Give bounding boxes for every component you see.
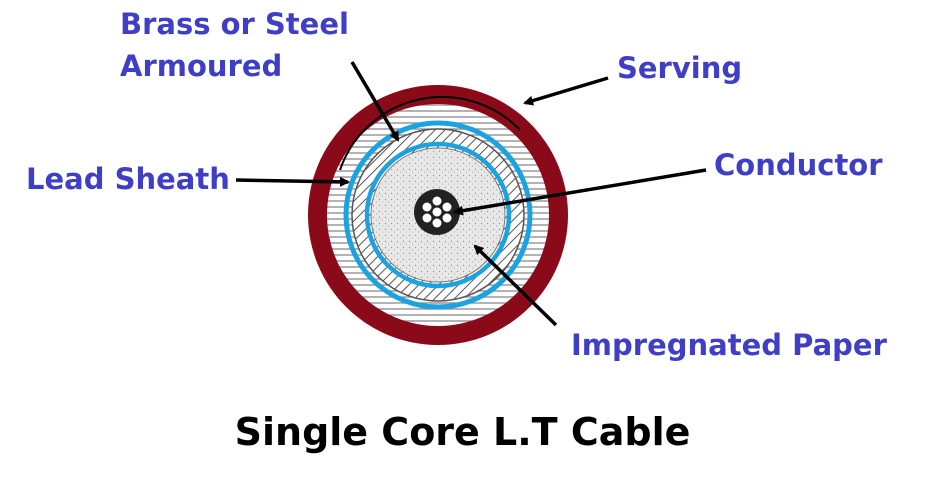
diagram-title: Single Core L.T Cable bbox=[234, 410, 691, 454]
serving-pointer-arrow bbox=[523, 76, 609, 106]
serving-label: Serving bbox=[617, 51, 743, 85]
armour-arc bbox=[339, 95, 521, 171]
conductor-pointer-arrow bbox=[453, 168, 707, 216]
lead-sheath-label: Lead Sheath bbox=[26, 162, 230, 196]
lead-sheath-outer bbox=[343, 120, 533, 310]
conductor-label: Conductor bbox=[714, 148, 883, 182]
armour-pointer-arrow bbox=[350, 61, 400, 142]
impregnated-paper-pointer-arrow bbox=[473, 244, 558, 327]
armour-label-line1: Brass or Steel bbox=[120, 7, 349, 41]
impregnated-paper-label: Impregnated Paper bbox=[571, 328, 887, 362]
inner-blue-ring bbox=[364, 141, 512, 289]
conductor-strands bbox=[414, 189, 460, 235]
armour-label-line2: Armoured bbox=[120, 49, 283, 83]
lead-sheath-pointer-arrow bbox=[235, 176, 350, 187]
